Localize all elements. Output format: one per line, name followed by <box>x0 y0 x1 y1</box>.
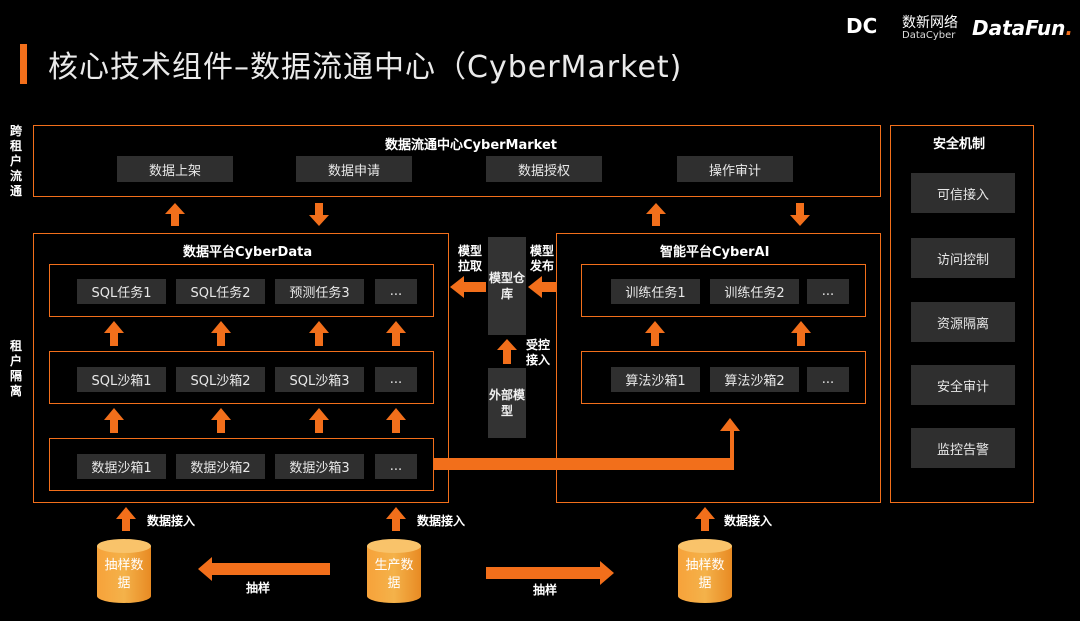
arrow-up-data-r2-3 <box>309 321 329 346</box>
cyberai-algo-row <box>581 351 866 404</box>
arrow-up-data-to-market <box>165 203 185 226</box>
arrow-up-data-r2-2 <box>211 321 231 346</box>
label-model-publish: 模型发布 <box>530 244 555 273</box>
arrow-up-data-r3-2 <box>211 408 231 433</box>
arrow-left-sampling <box>198 557 330 581</box>
datacyber-logo-cn: 数新网络 <box>902 15 958 31</box>
cyberai-train-row <box>581 264 866 317</box>
arrow-up-ai-to-market <box>646 203 666 226</box>
sql-sandbox-1: SQL沙箱1 <box>77 367 166 392</box>
datafun-logo-dot: . <box>1065 16 1073 40</box>
arrow-down-market-to-ai <box>790 203 810 226</box>
task-more: ... <box>375 279 417 304</box>
sql-sandbox-3: SQL沙箱3 <box>275 367 364 392</box>
sample-data-label-right: 抽样数据 <box>685 558 725 591</box>
security-item-trusted-access: 可信接入 <box>911 173 1015 213</box>
security-item-monitor-alert: 监控告警 <box>911 428 1015 468</box>
title-accent-bar <box>20 44 27 84</box>
security-item-access-control: 访问控制 <box>911 238 1015 278</box>
security-box <box>890 125 1034 503</box>
security-item-security-audit: 安全审计 <box>911 365 1015 405</box>
arrow-up-data-r2-4 <box>386 321 406 346</box>
label-sampling-right: 抽样 <box>533 583 558 597</box>
task-sql-1: SQL任务1 <box>77 279 166 304</box>
arrow-up-controlled-access <box>497 339 517 364</box>
train-task-1: 训练任务1 <box>611 279 700 304</box>
datacyber-logo-en: DataCyber <box>902 30 956 41</box>
external-model: 外部模型 <box>488 368 526 438</box>
arrow-up-ai-1 <box>645 321 665 346</box>
arrow-left-model-publish <box>528 276 556 298</box>
prod-data-cylinder <box>367 539 421 603</box>
sql-sandbox-2: SQL沙箱2 <box>176 367 265 392</box>
side-label-tenant-isolation: 租户隔离 <box>9 339 22 398</box>
task-predict-3: 预测任务3 <box>275 279 364 304</box>
arrow-up-ai-2 <box>791 321 811 346</box>
cyberai-box <box>556 233 881 503</box>
datafun-logo-text: DataFun <box>972 16 1066 40</box>
sample-data-label-left: 抽样数据 <box>104 558 144 591</box>
train-task-2: 训练任务2 <box>710 279 799 304</box>
data-sandbox-2: 数据沙箱2 <box>176 454 265 479</box>
datafun-logo: DataFun. <box>972 16 1073 40</box>
label-controlled-access: 受控接入 <box>526 338 551 367</box>
cyberdata-box <box>33 233 449 503</box>
arrow-up-access-middle <box>386 507 406 531</box>
arrow-right-sampling <box>486 561 614 585</box>
datacyber-logo-icon: DC <box>846 14 878 38</box>
data-sandbox-1: 数据沙箱1 <box>77 454 166 479</box>
cyberdata-title: 数据平台CyberData <box>183 245 313 260</box>
data-sandbox-more: ... <box>375 454 417 479</box>
market-item-apply: 数据申请 <box>296 156 412 182</box>
label-data-access-left: 数据接入 <box>147 514 196 528</box>
slide-title: 核心技术组件–数据流通中心（CyberMarket) <box>48 50 683 85</box>
market-item-list-on: 数据上架 <box>117 156 233 182</box>
task-sql-2: SQL任务2 <box>176 279 265 304</box>
side-label-cross-tenant: 跨租户流通 <box>9 124 22 198</box>
arrow-up-data-r3-3 <box>309 408 329 433</box>
security-item-resource-isolation: 资源隔离 <box>911 302 1015 342</box>
sample-data-cylinder-left <box>97 539 151 603</box>
cybermarket-box <box>33 125 881 197</box>
algo-sandbox-1: 算法沙箱1 <box>611 367 700 392</box>
label-model-pull: 模型拉取 <box>458 244 483 273</box>
cyberdata-task-row <box>49 264 434 317</box>
arrow-up-data-r3-4 <box>386 408 406 433</box>
label-data-access-middle: 数据接入 <box>417 514 466 528</box>
train-task-more: ... <box>807 279 849 304</box>
security-title: 安全机制 <box>933 137 986 152</box>
arrow-up-access-right <box>695 507 715 531</box>
label-sampling-left: 抽样 <box>246 581 271 595</box>
cyberdata-data-sandbox-row <box>49 438 434 491</box>
model-repo: 模型仓库 <box>488 237 526 335</box>
sql-sandbox-more: ... <box>375 367 417 392</box>
market-item-authorize: 数据授权 <box>486 156 602 182</box>
algo-sandbox-2: 算法沙箱2 <box>710 367 799 392</box>
cyberdata-sql-sandbox-row <box>49 351 434 404</box>
arrow-left-model-pull <box>450 276 486 298</box>
arrow-up-data-r2-1 <box>104 321 124 346</box>
arrow-down-market-to-data <box>309 203 329 226</box>
data-sandbox-3: 数据沙箱3 <box>275 454 364 479</box>
algo-sandbox-more: ... <box>807 367 849 392</box>
arrow-up-data-r3-1 <box>104 408 124 433</box>
cybermarket-title: 数据流通中心CyberMarket <box>385 138 557 153</box>
cyberai-title: 智能平台CyberAI <box>660 245 770 260</box>
sample-data-cylinder-right <box>678 539 732 603</box>
arrow-up-access-left <box>116 507 136 531</box>
label-data-access-right: 数据接入 <box>724 514 773 528</box>
arrow-bend-data-to-ai <box>434 418 740 470</box>
prod-data-label: 生产数据 <box>374 558 414 591</box>
market-item-audit: 操作审计 <box>677 156 793 182</box>
